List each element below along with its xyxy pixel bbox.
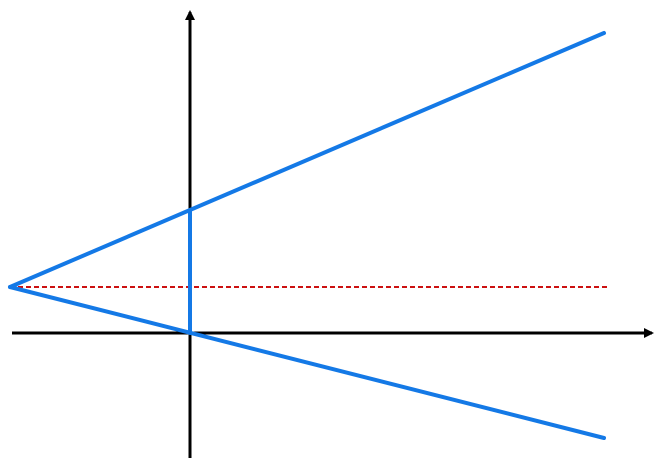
- lower-ray: [8, 285, 606, 440]
- upper-ray: [8, 31, 606, 289]
